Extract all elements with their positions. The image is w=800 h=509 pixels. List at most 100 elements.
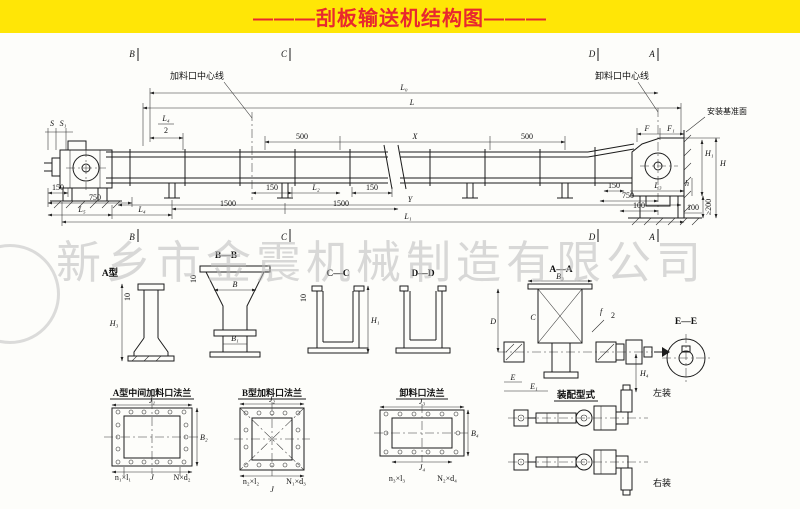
section-aa-dim-d: D: [489, 317, 496, 326]
flange-discharge-title: 卸料口法兰: [399, 387, 444, 398]
dim-1500-a: 1500: [220, 199, 236, 208]
assembly-left-label: 左装: [653, 387, 671, 398]
dim-y: Y: [408, 195, 414, 204]
flange-discharge-dim-j4: J₄: [419, 463, 426, 472]
marker-d-bottom: D: [588, 232, 596, 242]
section-view-aa: A—A B₃ C D E E₁ f: [489, 265, 653, 393]
dim-l: L: [409, 98, 415, 107]
flange-discharge-dim-b4: B₄: [471, 429, 479, 438]
discharge-centerline-label: 卸料口中心线: [595, 70, 649, 81]
flange-discharge-bolts-right: N₂×d₄: [437, 474, 457, 483]
section-view-ee: E—E: [654, 317, 710, 382]
conveyor-trough: [106, 143, 635, 199]
flange-b-bolts-right: N₁×d₃: [286, 477, 306, 486]
flange-b-bolts-left: n₂×l₂: [243, 477, 260, 486]
flange-b-feed: B型加料口法兰 J₂ n₂×l₂ N₁×d₃ J: [234, 387, 310, 494]
flange-discharge: 卸料口法兰 J₃ B₄ J₄ n₃×l₃ N₂×d₄: [374, 387, 479, 483]
section-aa-dim-c: C: [530, 313, 536, 322]
dim-s: S: [50, 119, 54, 128]
section-bb-dim-b: B: [233, 280, 238, 289]
section-view-a-type: A型 10 H₃: [102, 267, 175, 362]
dim-l0: L₀: [399, 83, 407, 92]
section-aa-dim-b3: B₃: [556, 272, 564, 281]
dim-f: F: [644, 124, 650, 133]
dim-h-total: H: [719, 159, 727, 168]
dim-ge200: ≥200: [704, 199, 713, 215]
section-dd-label: D—D: [411, 269, 434, 279]
dimensions-right: 150 L₃ 750 100 100 ≥200 h H₁ H: [599, 137, 727, 219]
assembly-title: 装配型式: [556, 389, 596, 401]
marker-c-bottom: C: [281, 232, 288, 242]
dim-500-right: 500: [521, 132, 533, 141]
flange-a-bolts-left: n₁×l₁: [115, 473, 132, 482]
section-aa-dim-e: E: [510, 373, 516, 382]
section-bb-dim-b1: B₁: [231, 334, 239, 343]
section-cc-dim-h1: H₁: [370, 316, 380, 325]
flange-a-mid-title: A型中间加料口法兰: [113, 387, 192, 398]
dim-x: X: [412, 132, 419, 141]
dim-150-mid1: 150: [266, 183, 278, 192]
dim-h1: H₁: [704, 149, 714, 158]
assembly-left-diagram: [508, 384, 648, 431]
flange-a-dim-b2: B₂: [200, 433, 208, 442]
flange-a-bolts-right: N×d₂: [173, 473, 190, 482]
section-aa-label: A—A: [549, 265, 572, 275]
marker-c-top: C: [281, 49, 288, 59]
dim-150-mid2: 150: [366, 183, 378, 192]
dim-100-b: 100: [687, 203, 699, 212]
dim-750-left: 750: [89, 193, 101, 202]
dim-1500-b: 1500: [333, 199, 349, 208]
dim-100-a: 100: [633, 201, 645, 210]
dim-f1: F₁: [666, 124, 675, 133]
marker-b-top: B: [129, 49, 135, 59]
section-a-type-label: A型: [102, 267, 119, 279]
dimensions-bottom-left: 150 750 L₅ L₄ 1500 1500: [47, 183, 399, 219]
dimensions-bottom-middle: 150 L₂ 150 Y L₁: [61, 183, 685, 226]
flange-a-mid: A型中间加料口法兰 J₁ B₂ n₁×l₁ J N×d₂: [104, 387, 208, 482]
section-aa-dim-h4: H₄: [639, 369, 649, 378]
section-markers-bottom: B C D A: [129, 229, 659, 242]
section-view-bb: B—B 10 B B₁: [189, 251, 271, 358]
marker-d-top: D: [588, 49, 596, 59]
section-a-dim-10: 10: [123, 293, 132, 301]
dim-l4-half-num: L₄: [161, 114, 169, 123]
section-markers-top: B C D A: [129, 48, 659, 61]
marker-b-bottom: B: [129, 232, 135, 242]
feed-centerline-label: 加料口中心线: [170, 70, 224, 81]
dim-l4: L₄: [137, 205, 145, 214]
marker-a-top: A: [648, 49, 655, 59]
section-view-dd: D—D: [395, 269, 451, 354]
dim-750-right: 750: [622, 191, 634, 200]
section-aa-dim-2: 2: [611, 311, 615, 320]
section-cc-label: C—C: [326, 269, 349, 279]
marker-a-bottom: A: [648, 232, 655, 242]
section-ee-label: E—E: [675, 317, 697, 327]
dim-l1: L₁: [403, 212, 411, 221]
dim-150-left: 150: [52, 183, 64, 192]
dim-l3: L₃: [653, 181, 661, 190]
page-title: ———刮板输送机结构图———: [253, 8, 547, 30]
dim-l5: L₅: [77, 205, 85, 214]
assembly-right-label: 右装: [653, 477, 671, 488]
section-aa-dim-e1: E₁: [529, 382, 538, 391]
section-aa-dim-f: f: [600, 307, 604, 316]
flange-discharge-bolts-left: n₃×l₃: [389, 474, 406, 483]
title-banner: ———刮板输送机结构图———: [0, 0, 800, 33]
dim-h-small: h: [685, 179, 689, 188]
tail-assembly: [44, 140, 122, 209]
dim-150-right: 150: [608, 181, 620, 190]
overall-dimensions: L₀ L: [142, 83, 682, 146]
dim-500-left: 500: [296, 132, 308, 141]
section-bb-dim-10: 10: [189, 275, 198, 283]
flange-discharge-dim-j3: J₃: [419, 397, 426, 406]
flange-b-dim-j: J: [270, 485, 274, 494]
section-bb-label: B—B: [215, 251, 238, 261]
section-a-dim-h3: H₃: [109, 319, 119, 328]
flange-b-title: B型加料口法兰: [242, 387, 302, 398]
section-view-cc: C—C 10 H₁: [299, 269, 380, 354]
datum-plane-label: 安装基准面: [707, 106, 747, 116]
assembly-right-diagram: [508, 449, 648, 496]
dim-s1: S₁: [60, 119, 67, 128]
